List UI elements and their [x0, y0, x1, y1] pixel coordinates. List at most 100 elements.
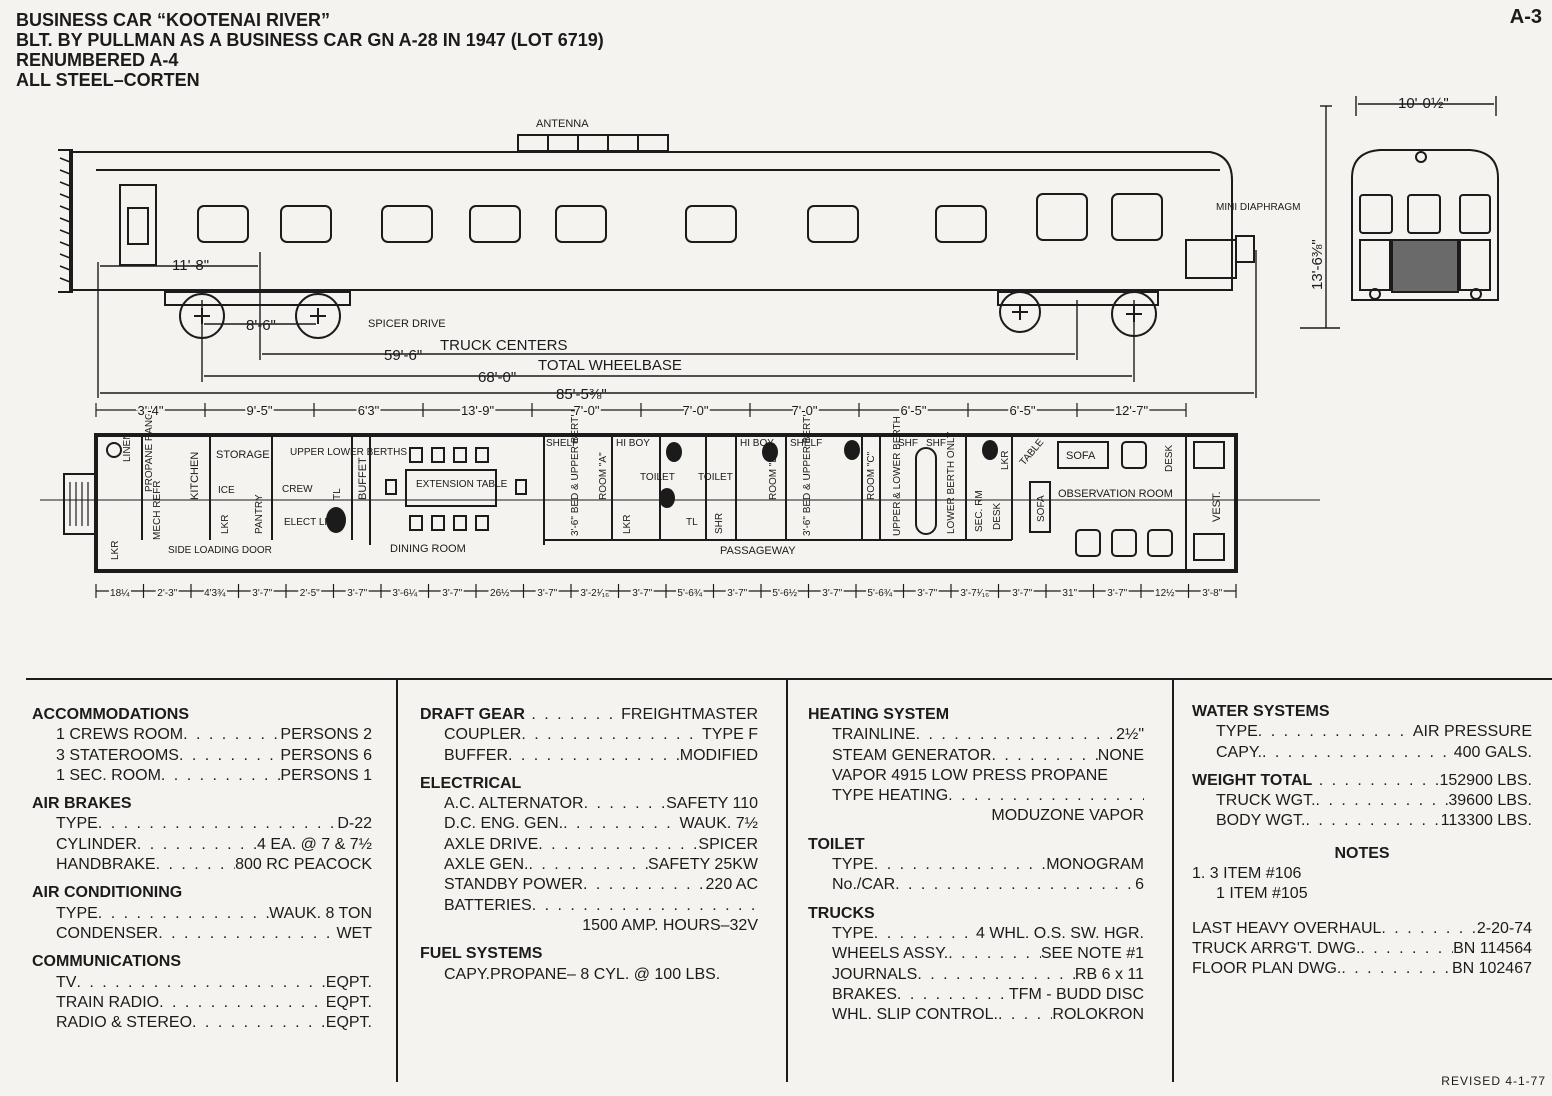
dimension-label: 3'-7": [917, 588, 937, 599]
sec-rm-label: SEC. RM: [974, 490, 985, 532]
dimension-label: 7'-0": [683, 403, 709, 418]
dimension-label: 6'-5": [901, 403, 927, 418]
weight-total-row: WEIGHT TOTAL . . . . . . . . . . 152900 …: [1192, 771, 1532, 789]
car-drawing: ANTENNA MINI DIAPHRAGM SPICER DRIVE 11'-…: [40, 95, 1499, 601]
spec-column-3: HEATING SYSTEM TRAINLINE2½"STEAM GENERAT…: [808, 705, 1144, 1025]
spec-row: TYPEWAUK. 8 TON: [32, 904, 372, 924]
trucks-row: WHEELS ASSY.SEE NOTE #1: [808, 944, 1144, 964]
dimension-label: 3'-7": [1107, 588, 1127, 599]
shelf-label-2: SHELF: [790, 438, 822, 449]
dimension-label: 3'-8": [1202, 588, 1222, 599]
spec-heading: COMMUNICATIONS: [32, 953, 182, 971]
antenna-label: ANTENNA: [536, 118, 589, 130]
antenna-icon: [517, 134, 669, 152]
bed-upper-berth-1: 3'-6" BED & UPPER BERTH: [570, 410, 581, 536]
desk-label-2: DESK: [1164, 444, 1175, 472]
builder-line: BLT. BY PULLMAN AS A BUSINESS CAR GN A-2…: [16, 30, 604, 50]
spec-row: 1 SEC. ROOMPERSONS 1: [32, 766, 372, 786]
dimension-label: 18¼: [110, 587, 130, 599]
end-view: [1351, 149, 1499, 301]
dimension-label: 3'-7¹⁄₁₆: [960, 588, 989, 599]
trucks-row: JOURNALSRB 6 x 11: [808, 965, 1144, 985]
extension-table-label: EXTENSION TABLE: [416, 479, 508, 490]
diaphragm-icon: [58, 149, 73, 293]
dimension-label: 12½: [1155, 588, 1175, 599]
draft-gear-row: BUFFERMODIFIED: [420, 746, 758, 766]
spec-row: HANDBRAKE800 RC PEACOCK: [32, 855, 372, 875]
dimension-label: 3'-7": [1012, 588, 1032, 599]
dimension-label: 3'-7": [632, 588, 652, 599]
room-mech-refr: MECH REFR: [152, 481, 163, 540]
room-crew: CREW: [282, 484, 313, 495]
electrical-heading: ELECTRICAL: [420, 774, 522, 792]
end-door: [119, 184, 157, 266]
water-row: CAPY.400 GALS.: [1192, 743, 1532, 763]
heating-row: STEAM GENERATORNONE: [808, 746, 1144, 766]
side-elevation: [58, 96, 1499, 398]
notes-heading: NOTES: [1334, 844, 1390, 862]
dimension-label: 2'-5": [300, 588, 320, 599]
room-buffet: BUFFET: [357, 457, 369, 500]
drawing-header: BUSINESS CAR “KOOTENAI RIVER” BLT. BY PU…: [16, 10, 604, 90]
spicer-drive-label: SPICER DRIVE: [368, 318, 446, 330]
room-a-label: ROOM "A": [598, 452, 609, 500]
dimension-label: 3'-6¼: [392, 587, 417, 599]
room-lkr-4: LKR: [1000, 451, 1011, 470]
dim-wheelbase-value: 68'-0": [478, 369, 516, 386]
toilet-row: No./CAR6: [808, 875, 1144, 895]
dim-width: 10'-0½": [1398, 95, 1449, 112]
column-divider-2: [786, 678, 788, 1082]
dimension-label: 3'-7": [442, 588, 462, 599]
heating-row: TRAINLINE2½": [808, 725, 1144, 745]
room-linen: LINEN: [122, 433, 133, 462]
room-kitchen: KITCHEN: [189, 452, 201, 500]
dimension-label: 7'-0": [792, 403, 818, 418]
weight-row: TRUCK WGT.39600 LBS.: [1192, 791, 1532, 811]
plan-top-dimensions: 3'-4"9'-5"6'3"13'-9"7'-0"7'-0"7'-0"6'-5"…: [95, 401, 1187, 420]
dimension-label: 13'-9": [461, 403, 495, 418]
dimension-label: 6'3": [358, 403, 380, 418]
car-body: [69, 151, 1233, 291]
spec-row: 3 STATEROOMSPERSONS 6: [32, 746, 372, 766]
dimension-label: 2'-3": [157, 588, 177, 599]
spec-row: TRAIN RADIOEQPT.: [32, 993, 372, 1013]
trucks-row: TYPE4 WHL. O.S. SW. HGR.: [808, 924, 1144, 944]
electrical-row: D.C. ENG. GEN.WAUK. 7½: [420, 814, 758, 834]
fuel-systems-heading: FUEL SYSTEMS: [420, 945, 543, 963]
renumber-line: RENUMBERED A-4: [16, 50, 179, 70]
room-elect-lkr: ELECT LKR: [284, 517, 338, 528]
room-propane-range: PROPANE RANGE: [144, 405, 155, 492]
room-c-label: ROOM "C": [866, 451, 877, 500]
column-divider-3: [1172, 678, 1174, 1082]
type-heating-row: TYPE HEATING: [808, 786, 1144, 806]
dimension-label: 26½: [490, 588, 510, 599]
room-lkr-3: LKR: [622, 515, 633, 534]
dimension-label: 3'-7": [252, 588, 272, 599]
vapor-line: VAPOR 4915 LOW PRESS PROPANE: [832, 766, 1108, 784]
batteries-value: 1500 AMP. HOURS–32V: [582, 916, 758, 934]
dimension-label: 3'-7": [727, 588, 747, 599]
construction-line: ALL STEEL–CORTEN: [16, 70, 200, 90]
spec-row: TVEQPT.: [32, 973, 372, 993]
room-ice: ICE: [218, 485, 235, 496]
heating-system-heading: HEATING SYSTEM: [808, 706, 950, 723]
dim-height: 13'-6⅜": [1309, 239, 1326, 290]
dimension-label: 3'-7": [537, 588, 557, 599]
mini-diaphragm-label: MINI DIAPHRAGM: [1216, 202, 1300, 213]
spec-row: CONDENSERWET: [32, 924, 372, 944]
dimension-label: 12'-7": [1115, 403, 1149, 418]
drawing-ref-row: FLOOR PLAN DWG.BN 102467: [1192, 959, 1532, 979]
dimension-label: 6'-5": [1010, 403, 1036, 418]
toilet-label-1: TOILET: [640, 472, 675, 483]
shelf-label-1: SHELF: [546, 438, 578, 449]
dimension-label: 5'-6¾: [677, 588, 702, 599]
electrical-row: AXLE DRIVESPICER: [420, 835, 758, 855]
electrical-row: STANDBY POWER220 AC: [420, 875, 758, 895]
room-upper-lower-berths: UPPER LOWER BERTHS: [290, 447, 407, 458]
toilet-label-2: TOILET: [698, 472, 733, 483]
table-label: TABLE: [1018, 437, 1047, 468]
desk-label-1: DESK: [992, 502, 1003, 530]
room-shr: SHR: [714, 513, 725, 534]
draft-gear-row: DRAFT GEAR . . . . . . . . . . FREIGHTMA…: [420, 706, 758, 723]
room-lkr-1: LKR: [220, 515, 231, 534]
